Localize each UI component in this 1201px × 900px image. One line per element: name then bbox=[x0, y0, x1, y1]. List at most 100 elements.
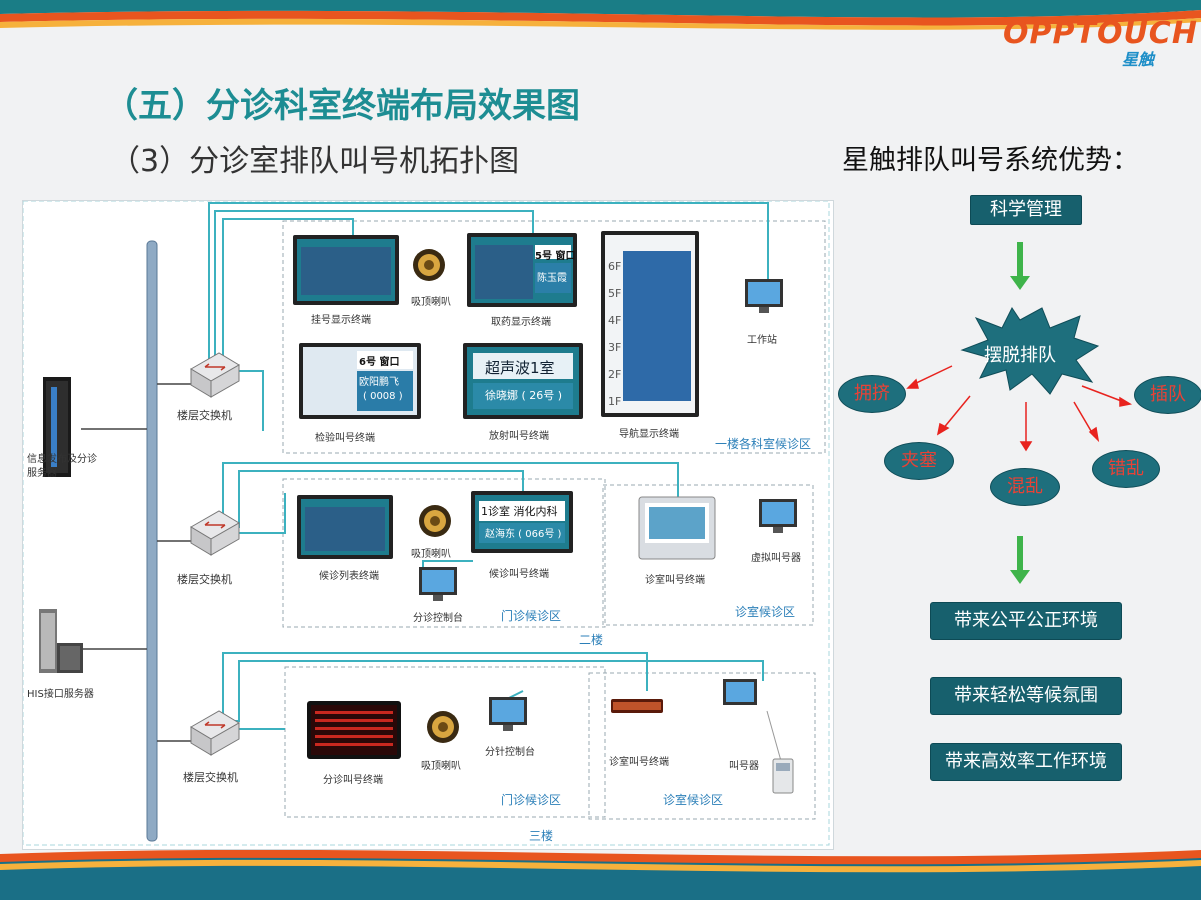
radiology-terminal-icon bbox=[463, 343, 583, 419]
info-server-label: 信息发布及分诊服务器 bbox=[27, 454, 97, 479]
green-arrow-bottom bbox=[1010, 536, 1030, 584]
floor2-zone-a-label: 门诊候诊区 bbox=[501, 609, 562, 623]
center-text: 摆脱排队 bbox=[984, 345, 1056, 366]
advantages-title: 星触排队叫号系统优势： bbox=[842, 145, 1139, 176]
advantages-flow-svg bbox=[906, 242, 1133, 584]
benefit-box-relaxed: 带来轻松等候氛围 bbox=[930, 677, 1122, 715]
radiology-room-text: 超声波1室 bbox=[485, 359, 555, 377]
floor3-switch-label: 楼层交换机 bbox=[183, 771, 238, 784]
nav-floor-3f: 3F bbox=[608, 341, 622, 354]
floor2-zone-b-label: 诊室候诊区 bbox=[735, 605, 796, 619]
led-triage-terminal-label: 分诊叫号终端 bbox=[323, 775, 383, 786]
floor3-zone-b-box bbox=[588, 672, 816, 820]
workstation-icon-f1 bbox=[745, 279, 783, 313]
floor3-zone-a-box bbox=[284, 666, 606, 818]
problem-bubble-crowding: 拥挤 bbox=[838, 375, 906, 413]
virtual-caller-icon bbox=[759, 499, 797, 533]
floor3-zone-a-label: 门诊候诊区 bbox=[501, 793, 562, 807]
nav-floor-6f: 6F bbox=[608, 260, 622, 273]
inspection-terminal-icon bbox=[299, 343, 421, 419]
register-display-label: 挂号显示终端 bbox=[311, 315, 371, 326]
inspection-window-text: 6号 窗口 bbox=[359, 357, 400, 368]
inspection-number-text: ( 0008 ) bbox=[363, 391, 403, 402]
inspection-name-text: 欧阳鹏飞 bbox=[359, 377, 399, 388]
floor2-switch-icon bbox=[190, 510, 240, 556]
navigation-display-icon bbox=[601, 231, 699, 417]
problem-text-chaos: 混乱 bbox=[1007, 476, 1043, 497]
topology-svg bbox=[23, 201, 830, 846]
queue-list-terminal-label: 候诊列表终端 bbox=[319, 571, 379, 582]
floor2-zone-a-box bbox=[282, 478, 606, 628]
clinic-call-terminal-label-f3: 诊室叫号终端 bbox=[609, 757, 669, 768]
problem-text-queue-jump: 插队 bbox=[1150, 384, 1186, 405]
nav-floor-4f: 4F bbox=[608, 314, 622, 327]
problem-text-disorder: 错乱 bbox=[1108, 458, 1144, 479]
topology-diagram: 5号 窗口 陈玉霞 6号 窗口 欧阳鹏飞 ( 0008 ) 超声波1室 徐晓娜 … bbox=[22, 200, 834, 850]
page-title: （五）分诊科室终端布局效果图 bbox=[104, 86, 580, 126]
problem-text-crowding: 拥挤 bbox=[854, 383, 890, 404]
queue-list-terminal-icon bbox=[297, 495, 393, 559]
pharmacy-display-label: 取药显示终端 bbox=[491, 317, 551, 328]
pharmacy-name-text: 陈玉霞 bbox=[537, 273, 567, 284]
inspection-terminal-label: 检验叫号终端 bbox=[315, 433, 375, 444]
waiting-call-terminal-icon bbox=[471, 491, 573, 553]
dispatch-console-icon bbox=[489, 697, 527, 731]
triage-console-label: 分诊控制台 bbox=[413, 613, 463, 624]
nav-floor-list: 6F 5F 4F 3F 2F 1F bbox=[608, 253, 622, 415]
caller-label: 叫号器 bbox=[729, 761, 759, 772]
center-text-box: 摆脱排队 bbox=[984, 341, 1056, 367]
floor3-label: 三楼 bbox=[529, 829, 554, 843]
navigation-display-label: 导航显示终端 bbox=[619, 429, 679, 440]
floor2-label: 二楼 bbox=[579, 633, 604, 647]
led-triage-terminal-icon bbox=[307, 701, 401, 759]
clinic-call-terminal-icon-f2 bbox=[638, 496, 716, 560]
floor1-zone-box bbox=[282, 220, 826, 454]
waiting-call-terminal-label: 候诊叫号终端 bbox=[489, 569, 549, 580]
caller-keypad-icon bbox=[772, 758, 794, 794]
pharmacy-window-text: 5号 窗口 bbox=[535, 251, 576, 262]
speaker-label-f3: 吸顶喇叭 bbox=[421, 761, 461, 772]
science-management-box: 科学管理 bbox=[970, 195, 1082, 225]
his-server-icon bbox=[39, 609, 83, 673]
floor3-zone-b-label: 诊室候诊区 bbox=[663, 793, 724, 807]
problem-bubble-cutting: 夹塞 bbox=[884, 442, 954, 480]
speaker-label-f1: 吸顶喇叭 bbox=[411, 297, 451, 308]
floor2-switch-label: 楼层交换机 bbox=[177, 573, 232, 586]
backbone-bus bbox=[146, 240, 158, 842]
his-server-label: HIS接口服务器 bbox=[27, 689, 94, 700]
benefit-box-fairness: 带来公平公正环境 bbox=[930, 602, 1122, 640]
radiology-name-text: 徐晓娜 ( 26号 ) bbox=[485, 389, 563, 402]
center-starburst bbox=[960, 307, 1100, 395]
problem-bubble-queue-jump: 插队 bbox=[1134, 376, 1201, 414]
brand-logo-cn: 星触 bbox=[1122, 50, 1155, 69]
floor1-switch-label: 楼层交换机 bbox=[177, 409, 232, 422]
clinic-room-text: 1诊室 消化内科 bbox=[481, 505, 558, 518]
green-arrow-top bbox=[1010, 242, 1030, 290]
speaker-icon-f2 bbox=[419, 505, 451, 537]
nav-floor-1f: 1F bbox=[608, 395, 622, 408]
benefit-box-efficiency: 带来高效率工作环境 bbox=[930, 743, 1122, 781]
nav-floor-5f: 5F bbox=[608, 287, 622, 300]
radiology-terminal-label: 放射叫号终端 bbox=[489, 431, 549, 442]
virtual-caller-label: 虚拟叫号器 bbox=[751, 553, 801, 564]
floor1-zone-label: 一楼各科室候诊区 bbox=[715, 437, 812, 451]
info-server-icon bbox=[43, 377, 71, 477]
triage-console-icon-f2 bbox=[419, 567, 457, 601]
dispatch-console-label: 分针控制台 bbox=[485, 747, 535, 758]
bottom-decor-band bbox=[0, 849, 1201, 900]
pharmacy-display-icon bbox=[467, 233, 577, 307]
floor1-switch-icon bbox=[190, 352, 240, 398]
brand-logo: OPPTOUCH bbox=[1003, 16, 1198, 51]
nav-floor-2f: 2F bbox=[608, 368, 622, 381]
register-display-icon bbox=[293, 235, 399, 305]
speaker-icon-f1 bbox=[413, 249, 445, 281]
problem-bubble-chaos: 混乱 bbox=[990, 468, 1060, 506]
page-subtitle: （3）分诊室排队叫号机拓扑图 bbox=[110, 144, 520, 179]
clinic-call-terminal-icon-f3 bbox=[611, 699, 663, 713]
clinic-patient-text: 赵海东 ( 066号 ) bbox=[485, 529, 562, 540]
problem-bubble-disorder: 错乱 bbox=[1092, 450, 1160, 488]
problem-text-cutting: 夹塞 bbox=[901, 450, 937, 471]
workstation-label: 工作站 bbox=[747, 335, 777, 346]
speaker-label-f2: 吸顶喇叭 bbox=[411, 549, 451, 560]
floor3-switch-icon bbox=[190, 710, 240, 756]
